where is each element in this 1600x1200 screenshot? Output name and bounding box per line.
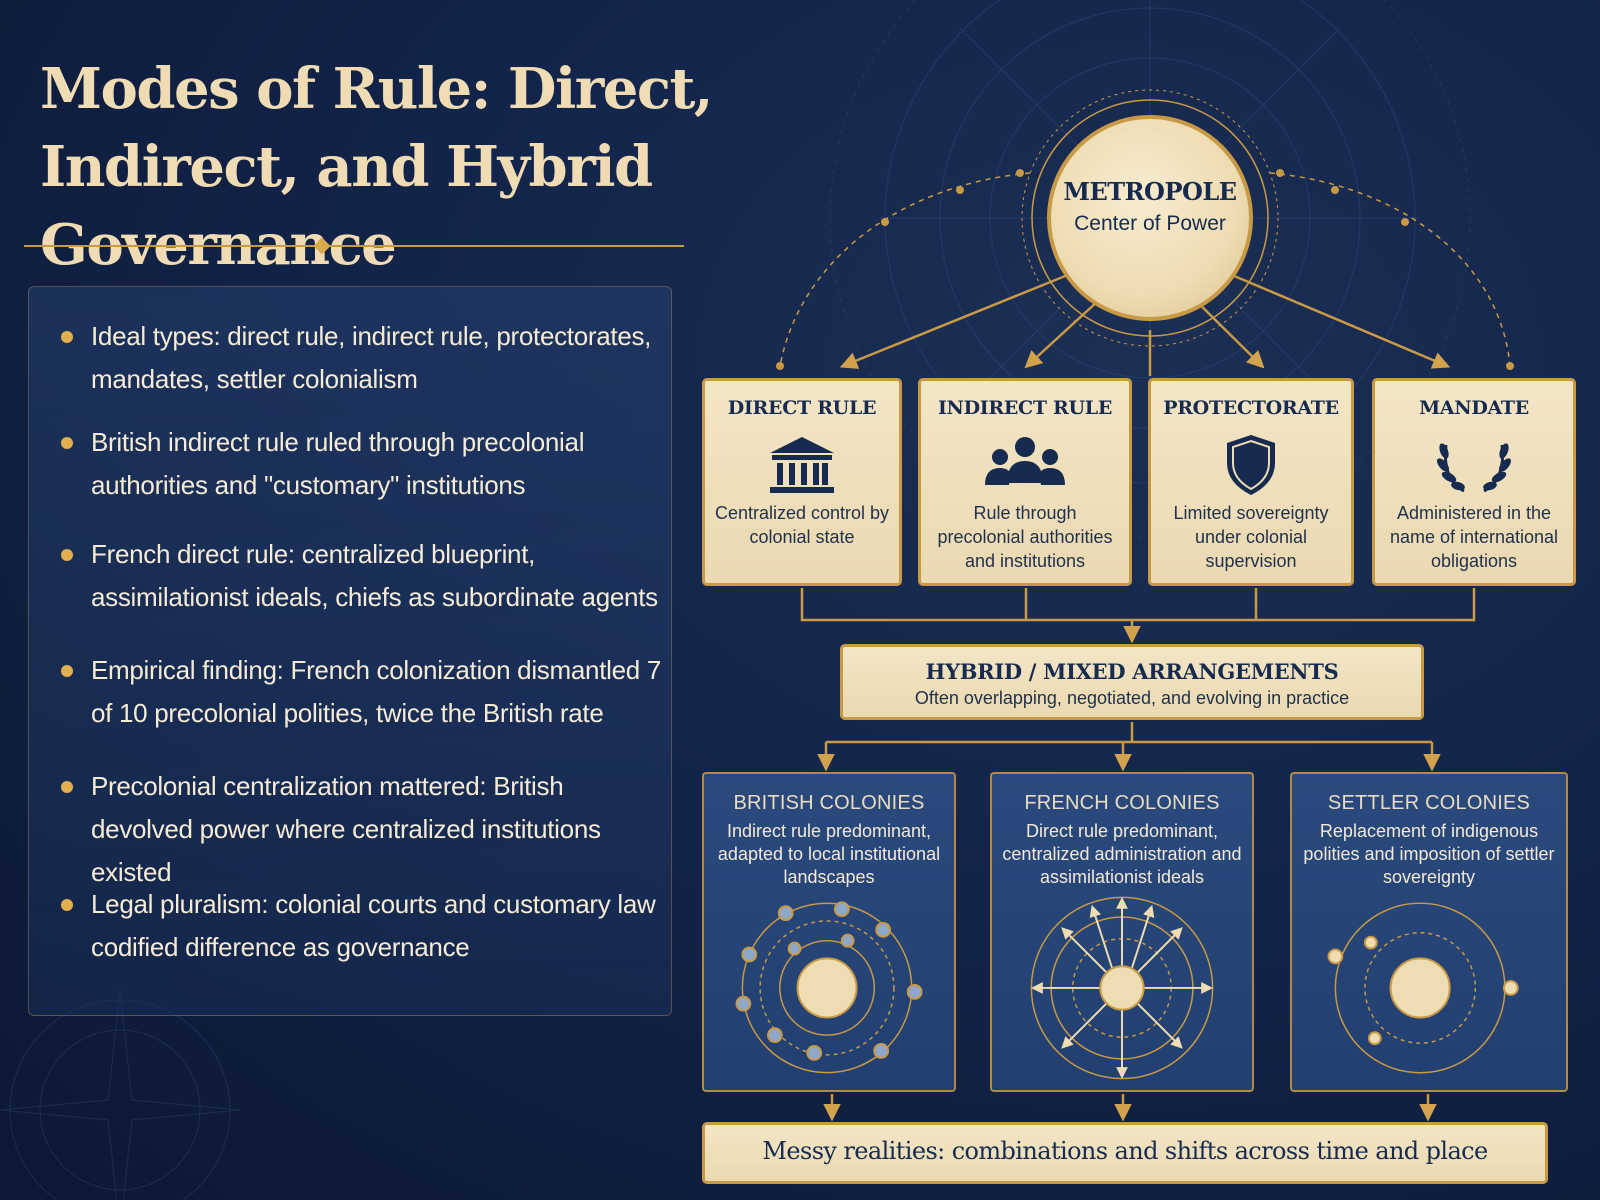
key-point-precolonial-centralization: Precolonial centralization mattered: Bri…	[61, 765, 661, 894]
mode-direct-rule: DIRECT RULE Centralized control by colon…	[702, 378, 902, 586]
laurel-wreath-icon	[1437, 443, 1511, 493]
mode-title: INDIRECT RULE	[937, 397, 1113, 419]
colony-french: FRENCH COLONIES Direct rule predominant,…	[990, 772, 1254, 1092]
metropole-node: METROPOLE Center of Power	[1047, 115, 1253, 321]
page-title: Modes of Rule: Direct, Indirect, and Hyb…	[40, 56, 713, 278]
mode-description: Limited sovereignty under colonial super…	[1173, 503, 1329, 571]
mode-title: MANDATE	[1419, 397, 1529, 419]
bullet-dot-icon	[61, 331, 73, 343]
metropole-title: METROPOLE	[1063, 177, 1237, 206]
hybrid-subtitle: Often overlapping, negotiated, and evolv…	[914, 688, 1350, 708]
government-building-icon	[770, 437, 834, 493]
mode-protectorate: PROTECTORATE Limited sovereignty under c…	[1148, 378, 1354, 586]
hybrid-title: HYBRID / MIXED ARRANGEMENTS	[925, 659, 1339, 684]
sparse-orbit-icon	[1327, 902, 1519, 1074]
bullet-dot-icon	[61, 781, 73, 793]
key-point-legal-pluralism: Legal pluralism: colonial courts and cus…	[61, 883, 661, 969]
key-point-british-indirect-rule: British indirect rule ruled through prec…	[61, 421, 661, 507]
metropole-subtitle: Center of Power	[1074, 212, 1226, 235]
bullet-dot-icon	[61, 665, 73, 677]
key-point-french-direct-rule: French direct rule: centralized blueprin…	[61, 533, 661, 619]
conclusion-text: Messy realities: combinations and shifts…	[762, 1137, 1488, 1165]
colony-title: BRITISH COLONIES	[733, 792, 925, 814]
mode-title: PROTECTORATE	[1163, 397, 1339, 419]
conclusion-box: Messy realities: combinations and shifts…	[702, 1122, 1548, 1184]
colony-british: BRITISH COLONIES Indirect rule predomina…	[702, 772, 956, 1092]
key-point-empirical-finding: Empirical finding: French colonization d…	[61, 649, 661, 735]
mode-title: DIRECT RULE	[727, 397, 877, 419]
bullet-dot-icon	[61, 549, 73, 561]
mode-description: Administered in the name of internationa…	[1389, 503, 1559, 571]
mode-mandate: MANDATE Administered in the name of inte…	[1372, 378, 1576, 586]
mode-indirect-rule: INDIRECT RULE Rule through precolonial a…	[918, 378, 1132, 586]
orbit-network-icon	[735, 901, 923, 1074]
radiating-arrows-icon	[1030, 896, 1214, 1080]
colony-settler: SETTLER COLONIES Replacement of indigeno…	[1290, 772, 1568, 1092]
hybrid-arrangements-box: HYBRID / MIXED ARRANGEMENTS Often overla…	[840, 644, 1424, 720]
bullet-dot-icon	[61, 437, 73, 449]
colony-description: Indirect rule predominant, adapted to lo…	[717, 821, 941, 887]
colony-title: FRENCH COLONIES	[1024, 792, 1220, 814]
shield-icon	[1227, 435, 1275, 495]
key-points-panel: Ideal types: direct rule, indirect rule,…	[28, 286, 672, 1016]
colony-description: Direct rule predominant, centralized adm…	[1002, 821, 1242, 887]
mode-description: Centralized control by colonial state	[714, 503, 890, 547]
colony-title: SETTLER COLONIES	[1327, 792, 1531, 814]
title-divider	[24, 237, 684, 255]
mode-description: Rule through precolonial authorities and…	[937, 503, 1113, 571]
colony-description: Replacement of indigenous polities and i…	[1303, 821, 1555, 887]
people-group-icon	[985, 437, 1065, 485]
bullet-dot-icon	[61, 899, 73, 911]
key-point-ideal-types: Ideal types: direct rule, indirect rule,…	[61, 315, 661, 401]
